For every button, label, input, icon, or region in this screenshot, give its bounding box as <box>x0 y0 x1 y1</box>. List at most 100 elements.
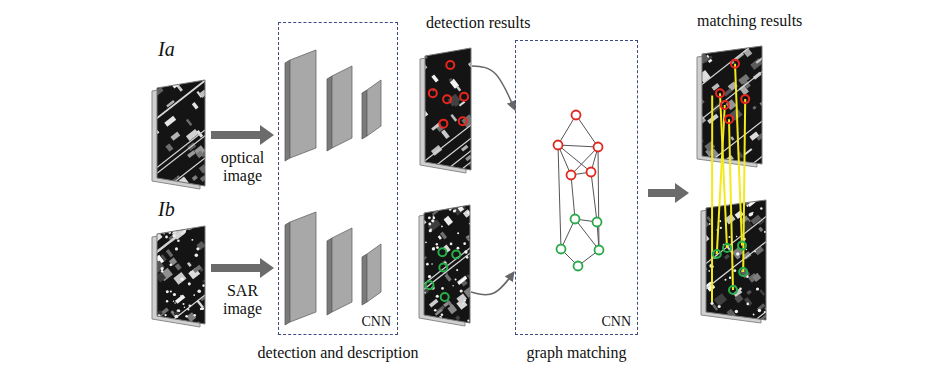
result-image-panel: detection results <box>422 44 472 174</box>
speckle <box>457 247 460 250</box>
speckle <box>428 223 431 226</box>
texture-block <box>136 260 143 266</box>
speckle <box>180 277 183 280</box>
texture-block <box>451 98 460 107</box>
texture-block <box>776 105 786 114</box>
texture-block <box>417 190 424 197</box>
match-line <box>711 96 713 302</box>
texture-block <box>789 153 796 159</box>
texture-block <box>425 196 433 205</box>
texture-block <box>220 331 235 345</box>
texture-block <box>782 257 792 267</box>
texture-block <box>404 72 408 77</box>
speckle <box>758 309 761 312</box>
texture-block <box>170 184 175 189</box>
texture-block <box>393 232 404 242</box>
optical-graph-vertex <box>572 111 581 120</box>
keypoint <box>443 95 451 103</box>
match-line <box>729 119 733 290</box>
texture-block <box>211 207 216 213</box>
speckle <box>735 310 738 313</box>
speckle <box>753 314 755 316</box>
texture-block <box>689 68 699 78</box>
texture-block <box>802 297 811 305</box>
texture-block <box>215 347 220 353</box>
texture-block <box>523 296 532 304</box>
texture-block <box>752 106 756 110</box>
speckle <box>183 230 186 233</box>
speckle <box>729 277 732 280</box>
texture-block <box>98 107 104 114</box>
image-symbol: Ia <box>158 38 175 61</box>
texture-block <box>416 56 426 65</box>
speckle <box>169 264 172 267</box>
flow-arrow <box>211 264 260 272</box>
texture-block <box>184 52 191 59</box>
speckle <box>718 305 721 308</box>
texture-block <box>202 278 207 282</box>
texture-block <box>786 96 797 106</box>
speckle <box>426 263 429 266</box>
sar-graph-vertex <box>595 246 604 255</box>
keypoint <box>452 251 460 259</box>
texture-block <box>149 126 155 133</box>
texture-block <box>166 177 177 186</box>
texture-block <box>416 62 428 73</box>
texture-block <box>771 330 779 339</box>
speckle <box>200 308 202 310</box>
texture-block <box>730 136 734 141</box>
texture-block <box>415 57 424 66</box>
texture-group <box>87 36 280 236</box>
texture-block <box>139 126 148 135</box>
texture-block <box>464 182 471 189</box>
texture-block <box>435 309 443 316</box>
match-line <box>735 64 742 246</box>
cnn-module-box: CNNdetection and description <box>278 22 398 335</box>
texture-block <box>106 93 111 99</box>
texture-block <box>172 341 178 348</box>
texture-block <box>474 318 484 327</box>
speckle <box>441 314 444 317</box>
texture-block <box>448 175 455 182</box>
texture-block <box>408 72 419 82</box>
graph-edge <box>576 115 598 147</box>
texture-block <box>724 254 730 260</box>
texture-block <box>687 244 698 254</box>
texture-block <box>97 98 107 108</box>
keypoint <box>459 117 467 125</box>
texture-block <box>389 111 397 119</box>
texture-block <box>749 132 759 141</box>
texture-line <box>117 75 212 149</box>
texture-block <box>780 163 787 170</box>
texture-block <box>139 94 149 104</box>
speckle <box>462 303 463 304</box>
sar-detection-image <box>352 166 548 370</box>
speckle <box>452 205 454 207</box>
texture-block <box>175 295 185 304</box>
texture-block <box>771 257 781 267</box>
texture-block <box>196 241 205 250</box>
speckle <box>710 302 713 305</box>
image-ground <box>425 48 471 170</box>
speckle <box>441 225 443 227</box>
texture-block <box>440 166 446 172</box>
texture-block <box>758 227 763 232</box>
speckle <box>177 239 180 242</box>
texture-block <box>781 156 788 163</box>
texture-block <box>204 337 217 349</box>
texture-block <box>150 67 163 79</box>
stage-caption: graph matching <box>527 344 627 362</box>
optical-match-image <box>637 6 830 206</box>
texture-block <box>418 43 426 50</box>
texture-block <box>480 243 490 252</box>
texture-block <box>192 102 199 109</box>
texture-block <box>409 69 420 80</box>
texture-block <box>479 172 486 178</box>
stage-caption: detection and description <box>258 344 419 362</box>
texture-block <box>493 99 500 107</box>
plate-face <box>332 228 352 312</box>
texture-block <box>427 188 440 201</box>
texture-block <box>149 310 157 319</box>
keypoints <box>426 248 461 301</box>
texture-block <box>497 133 510 145</box>
